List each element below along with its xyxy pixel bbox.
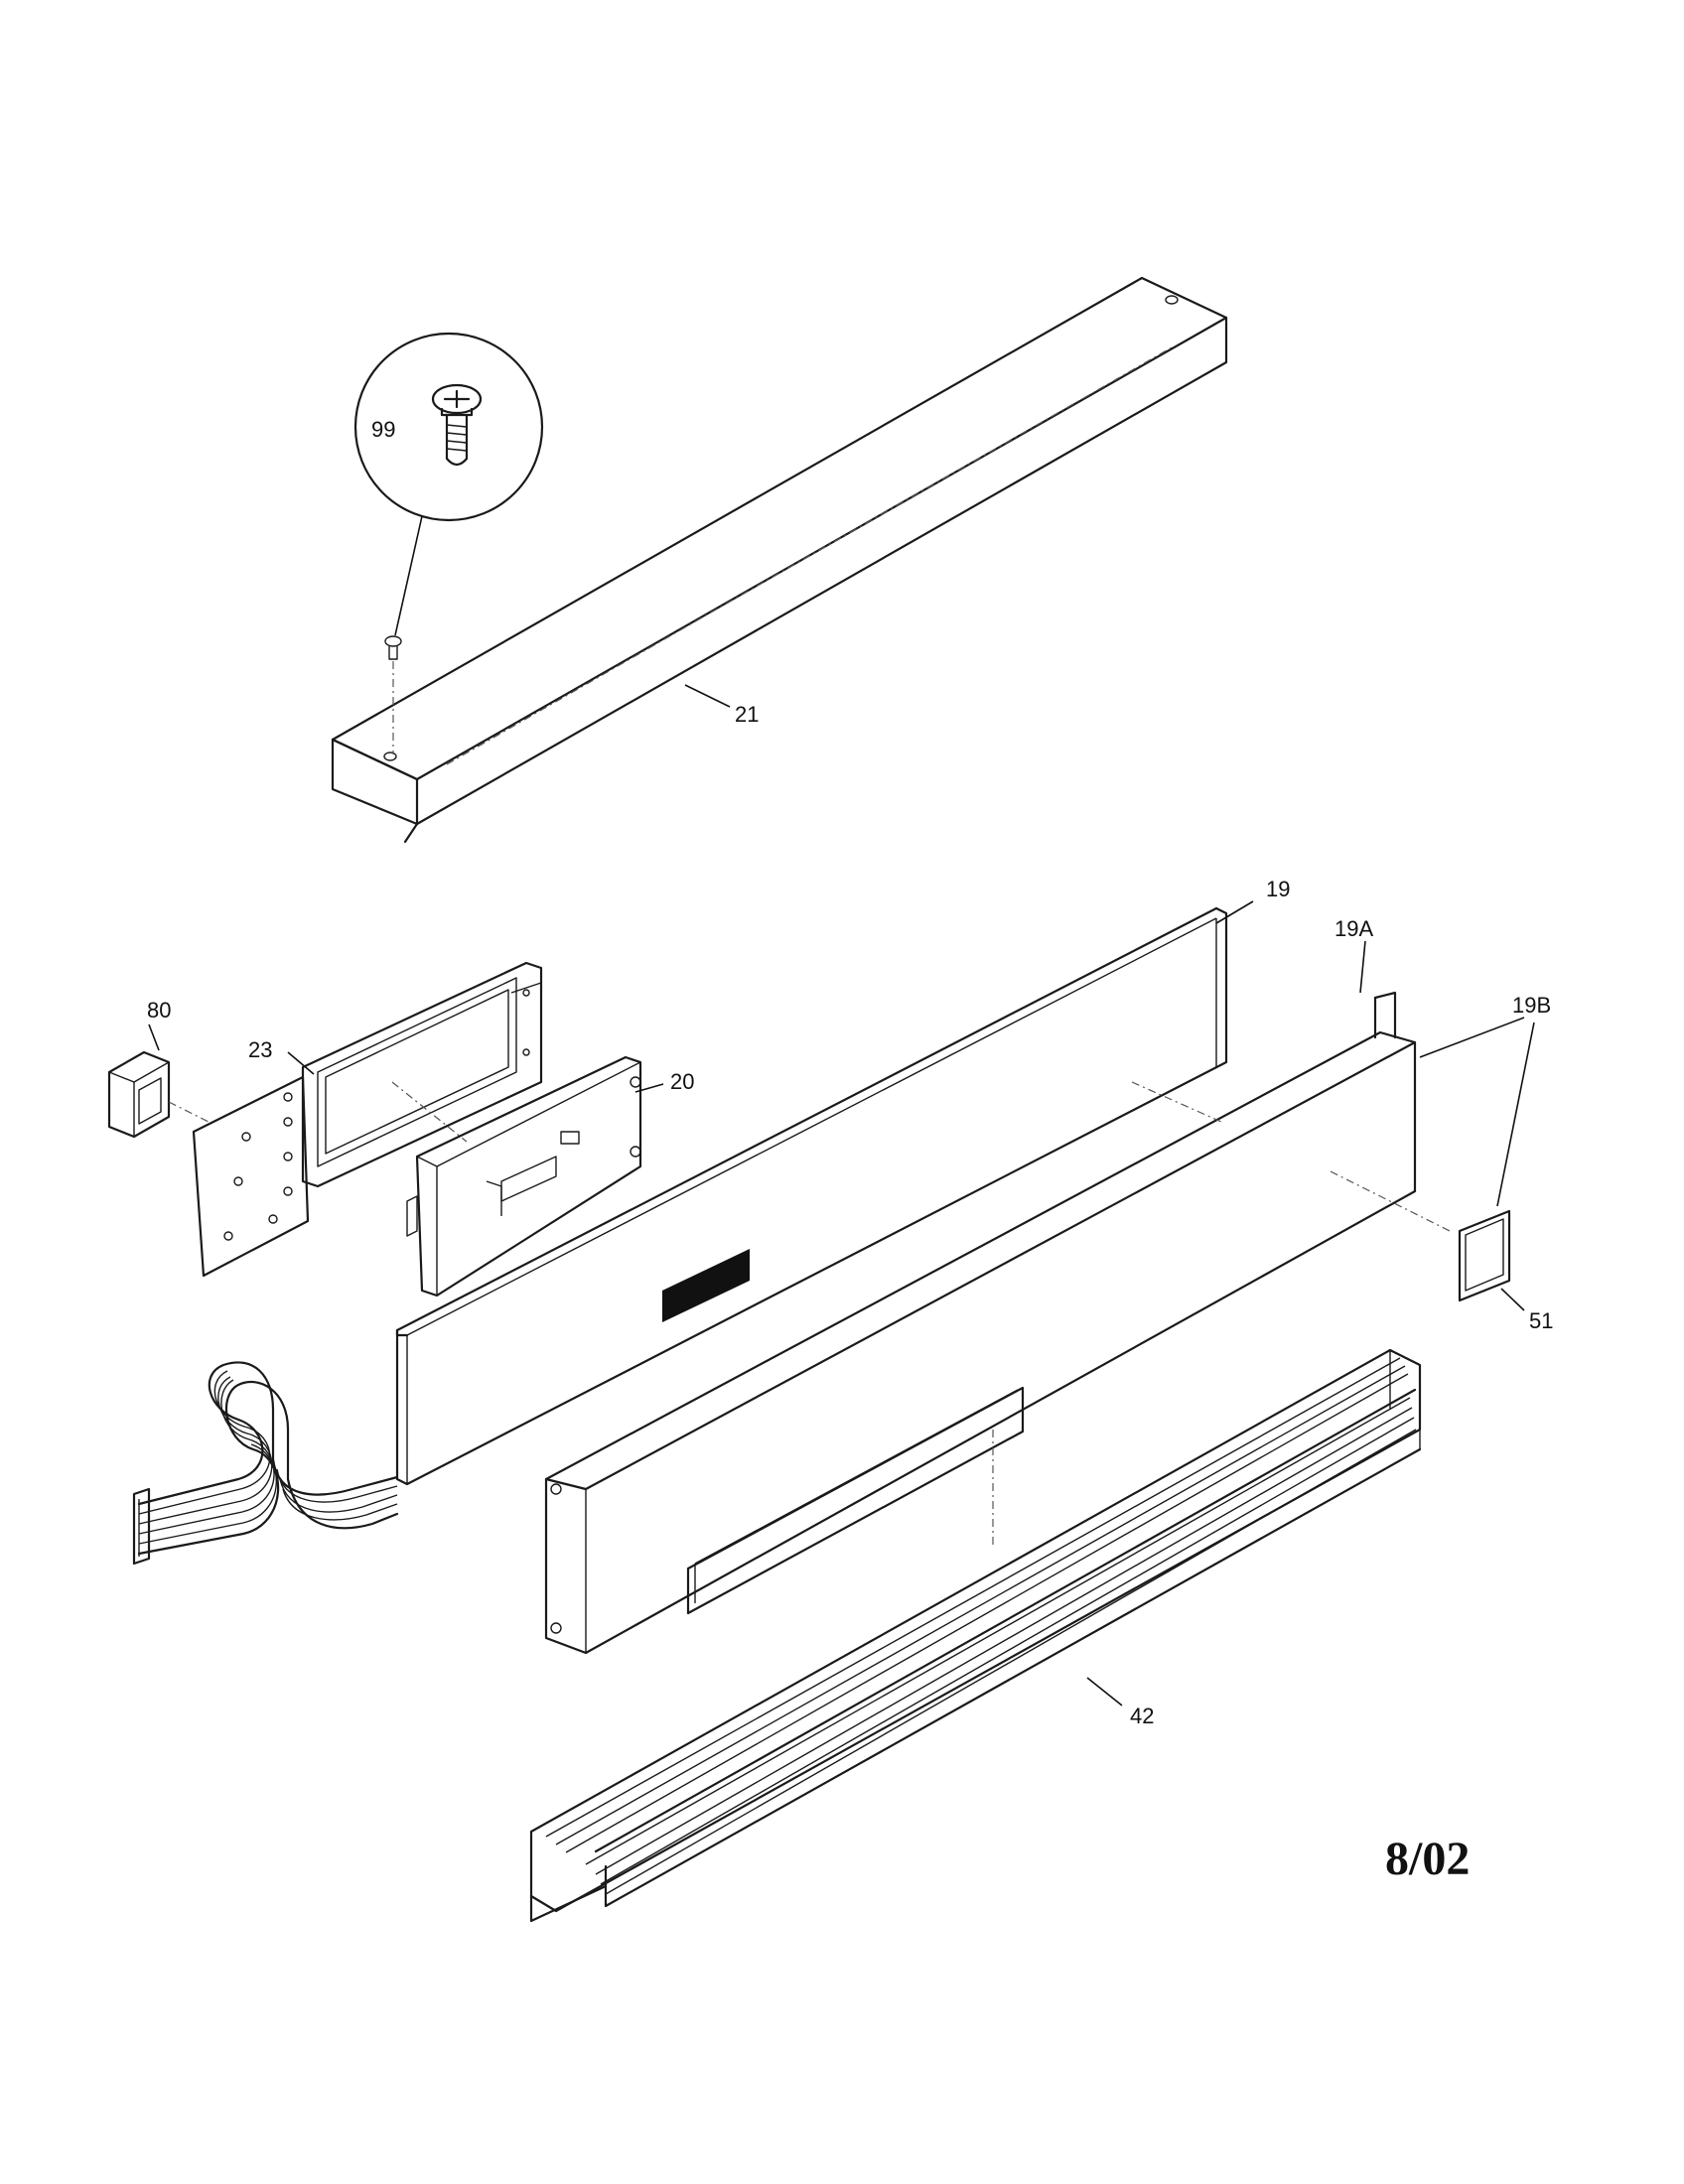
- mounting-plate: [192, 1075, 310, 1278]
- part-23-bracket: [287, 961, 543, 1188]
- part-51-label: [1419, 1017, 1535, 1311]
- brand-nameplate-strip: [662, 1249, 750, 1322]
- revision-date: 8/02: [1385, 1833, 1470, 1885]
- callout-42: 42: [1130, 1704, 1154, 1728]
- callout-23: 23: [248, 1037, 272, 1062]
- callout-99: 99: [371, 417, 395, 442]
- part-20-control-board: [406, 1055, 664, 1297]
- part-42-bottom-trim: [529, 1348, 1422, 1923]
- callout-80: 80: [147, 998, 171, 1023]
- ribbon-cable: [132, 1361, 399, 1566]
- part-19-glass-panel: [395, 906, 1228, 1486]
- display-digits-icon: [486, 1131, 580, 1216]
- screw-icon: [431, 383, 483, 467]
- small-screw-icon: [384, 635, 402, 660]
- part-21-top-trim: [331, 276, 1228, 844]
- callout-21: 21: [735, 702, 759, 727]
- callout-19a: 19A: [1334, 916, 1373, 941]
- mounting-hole-icons: [223, 1092, 293, 1241]
- part-99-screw-detail: [353, 332, 544, 754]
- cable-plug-icon: [132, 1487, 151, 1566]
- callout-19b: 19B: [1512, 993, 1551, 1018]
- callout-leaders: [684, 684, 1366, 1706]
- callout-20: 20: [670, 1069, 694, 1094]
- callout-51: 51: [1529, 1308, 1553, 1333]
- callout-19: 19: [1266, 877, 1290, 901]
- part-80-connector: [107, 1024, 210, 1139]
- part-19a-control-panel: [544, 991, 1451, 1655]
